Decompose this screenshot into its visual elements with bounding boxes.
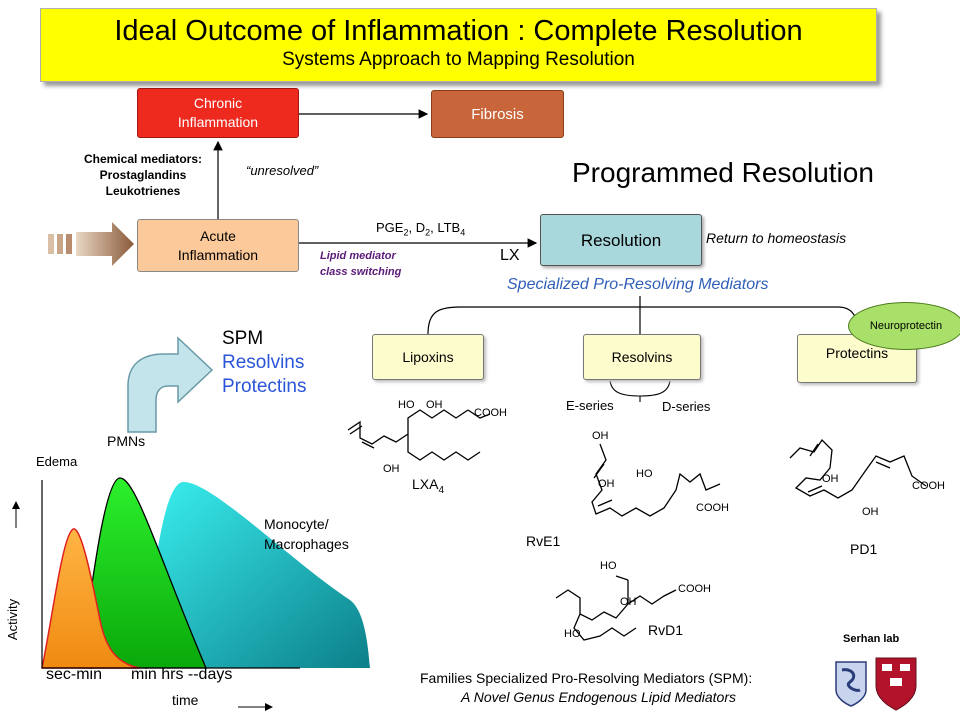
- acute-inflammation-box: Acute Inflammation: [137, 219, 299, 272]
- y-axis-label: Activity: [5, 598, 21, 641]
- footer-line-2: A Novel Genus Endogenous Lipid Mediators: [461, 689, 736, 705]
- lxa4-oh-label: OH: [426, 399, 443, 411]
- entry-arrow: [48, 222, 134, 266]
- rve1-ho-label: HO: [636, 468, 653, 480]
- pd1-label: PD1: [850, 541, 878, 557]
- edema-label: Edema: [36, 454, 78, 469]
- unresolved-label: “unresolved”: [246, 163, 319, 178]
- x-tick-2: min hrs --days: [131, 666, 233, 683]
- neuroprotectin-ellipse: Neuroprotectin: [848, 302, 960, 350]
- lxa4-cooh-label: COOH: [474, 407, 507, 419]
- rvd1-oh-label: OH: [620, 596, 637, 608]
- spm-bracket: [427, 306, 859, 335]
- monocyte-curve: [146, 481, 370, 668]
- rve1-label: RvE1: [526, 533, 561, 549]
- rvd1-ho2-label: HO: [564, 628, 581, 640]
- page-subtitle: Systems Approach to Mapping Resolution: [282, 49, 635, 70]
- spm-list: SPM Resolvins Protectins: [222, 328, 307, 397]
- pmns-label: PMNs: [107, 433, 146, 449]
- lab-logos: [835, 657, 917, 711]
- chronic-inflammation-box: Chronic Inflammation: [137, 88, 299, 138]
- molecule-structures: [347, 409, 927, 641]
- resolvins-box: Resolvins: [583, 334, 701, 380]
- title-banner: Ideal Outcome of Inflammation : Complete…: [40, 8, 877, 82]
- rvd1-ho-label: HO: [600, 560, 617, 572]
- e-series-label: E-series: [566, 398, 614, 413]
- programmed-resolution-heading: Programmed Resolution: [572, 157, 874, 188]
- spm-curved-arrow: [127, 336, 214, 433]
- resolution-box: Resolution: [540, 214, 702, 266]
- rve1-cooh-label: COOH: [696, 502, 729, 514]
- lipid-switch-label: Lipid mediator class switching: [320, 250, 402, 278]
- pd1-oh-label: OH: [822, 473, 839, 485]
- fibrosis-box: Fibrosis: [431, 90, 564, 138]
- rvd1-cooh-label: COOH: [678, 583, 711, 595]
- rve1-oh2-label: OH: [598, 478, 615, 490]
- chemical-mediators-label: Chemical mediators: Prostaglandins Leuko…: [83, 152, 203, 198]
- edema-curve: [41, 528, 141, 669]
- monocyte-label: Monocyte/ Macrophages: [264, 516, 349, 552]
- lipoxins-box: Lipoxins: [372, 334, 484, 380]
- rvd1-label: RvD1: [648, 622, 684, 638]
- pd1-oh2-label: OH: [862, 506, 879, 518]
- lxa4-ho-label: HO: [398, 399, 415, 411]
- page-title: Ideal Outcome of Inflammation : Complete…: [114, 15, 803, 47]
- spm-heading: Specialized Pro-Resolving Mediators: [507, 276, 769, 293]
- lx-label: LX: [500, 247, 520, 264]
- footer-line-1: Families Specialized Pro-Resolving Media…: [420, 670, 753, 686]
- x-axis-label: time: [172, 692, 199, 708]
- homeostasis-label: Return to homeostasis: [706, 230, 847, 246]
- serhan-lab-label: Serhan lab: [843, 633, 900, 645]
- pd1-cooh-label: COOH: [912, 480, 945, 492]
- activity-chart: [12, 477, 370, 711]
- rve1-oh-label: OH: [592, 430, 609, 442]
- lxa4-label: LXA4: [412, 476, 445, 496]
- x-tick-1: sec-min: [46, 666, 103, 683]
- d-series-label: D-series: [662, 399, 711, 414]
- mediators-arrow-label: PGE2, D2, LTB4: [376, 220, 466, 238]
- lxa4-oh2-label: OH: [383, 463, 400, 475]
